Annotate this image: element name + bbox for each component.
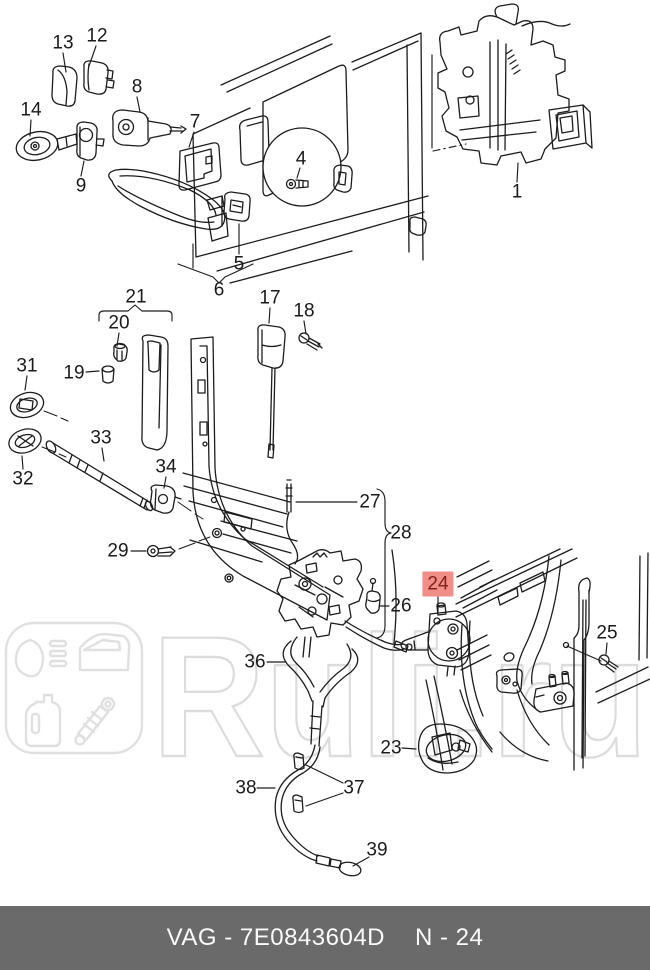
cable-tip-39-art xyxy=(338,861,362,877)
line-art-layer xyxy=(8,3,650,877)
oil-bottle-icon xyxy=(24,693,62,748)
frame-7-art xyxy=(178,142,222,191)
headlight-icon xyxy=(14,638,68,678)
bracket-34-art xyxy=(149,484,182,514)
right-door-panel-art xyxy=(425,548,650,771)
left-middle-parts-art xyxy=(8,391,211,558)
gasket-5-art xyxy=(223,191,251,222)
central-lock-art xyxy=(276,479,413,658)
latch-bracket-art xyxy=(533,670,575,713)
page-reference: N - 24 xyxy=(415,924,484,951)
lock-assembly-1-art xyxy=(437,3,593,166)
lock-cylinder-14-art xyxy=(15,130,78,162)
screw-4-art xyxy=(285,178,309,190)
lock-actuator-24-art xyxy=(400,602,471,677)
watermark-logo-box xyxy=(4,621,144,755)
van-body-art xyxy=(192,32,429,284)
grommet-26-art xyxy=(365,577,381,614)
footer-bar: VAG - 7E0843604D N - 24 xyxy=(0,906,650,970)
bracket-9-art xyxy=(76,121,105,161)
door-handle-grip-art xyxy=(108,168,229,242)
watermark-layer: Ruli.ru xyxy=(4,600,649,794)
interior-cover-art xyxy=(101,334,169,451)
release-handle-23-art xyxy=(417,723,478,774)
inner-handle-17-art xyxy=(257,324,323,459)
shock-absorber-icon xyxy=(74,696,116,746)
pillar-frame-art xyxy=(177,336,331,621)
diagram-canvas: Ruli.ru xyxy=(4,3,650,877)
screw-18-art xyxy=(298,332,323,351)
leader-lines-layer xyxy=(21,45,608,867)
catalog-code: VAG - 7E0843604D xyxy=(166,924,385,951)
screw-29-art xyxy=(146,536,211,558)
car-door-icon xyxy=(78,632,131,672)
cable-parts-art xyxy=(274,636,362,877)
lock-switch-8-art xyxy=(112,109,187,147)
rod-33-art xyxy=(45,440,154,512)
outer-handle-parts-art xyxy=(15,60,251,242)
